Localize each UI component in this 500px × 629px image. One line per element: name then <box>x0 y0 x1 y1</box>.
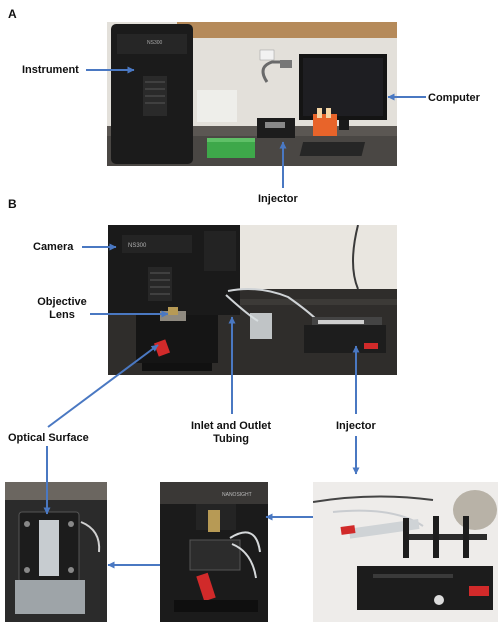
green-tube-rack <box>207 138 255 158</box>
label-injector-b: Injector <box>336 420 376 432</box>
pump-rails <box>409 534 487 540</box>
instrument-brand-mark: NS300 <box>147 40 163 46</box>
photo-optical-surface <box>5 482 107 622</box>
label-computer: Computer <box>428 92 480 104</box>
photo-lab-setup: NS300 <box>107 22 397 166</box>
photo-instrument-closeup: NS300 <box>108 225 397 375</box>
arrow-optical-surface <box>47 344 159 428</box>
orange-tube-rack <box>313 114 337 136</box>
panel-b-letter: B <box>8 197 17 211</box>
label-injector-a: Injector <box>258 193 298 205</box>
tubing-red-lever <box>196 572 216 602</box>
label-objective-lens: Objective Lens <box>37 296 87 321</box>
red-lever <box>153 339 171 357</box>
panel-a-letter: A <box>8 7 17 21</box>
beaker <box>250 313 272 339</box>
label-optical-surface: Optical Surface <box>8 432 89 444</box>
camera-brand-mark: NS300 <box>128 243 147 249</box>
tubing-photo-brand-mark: NANOSIGHT <box>222 492 252 498</box>
label-instrument: Instrument <box>22 64 79 76</box>
optical-slide <box>39 520 59 576</box>
photo-injector-closeup <box>313 482 498 622</box>
photo-inlet-outlet-tubing: NANOSIGHT <box>160 482 268 622</box>
label-tubing: Inlet and Outlet Tubing <box>190 420 272 445</box>
syringe-barrel <box>348 519 420 539</box>
label-camera: Camera <box>33 241 74 253</box>
